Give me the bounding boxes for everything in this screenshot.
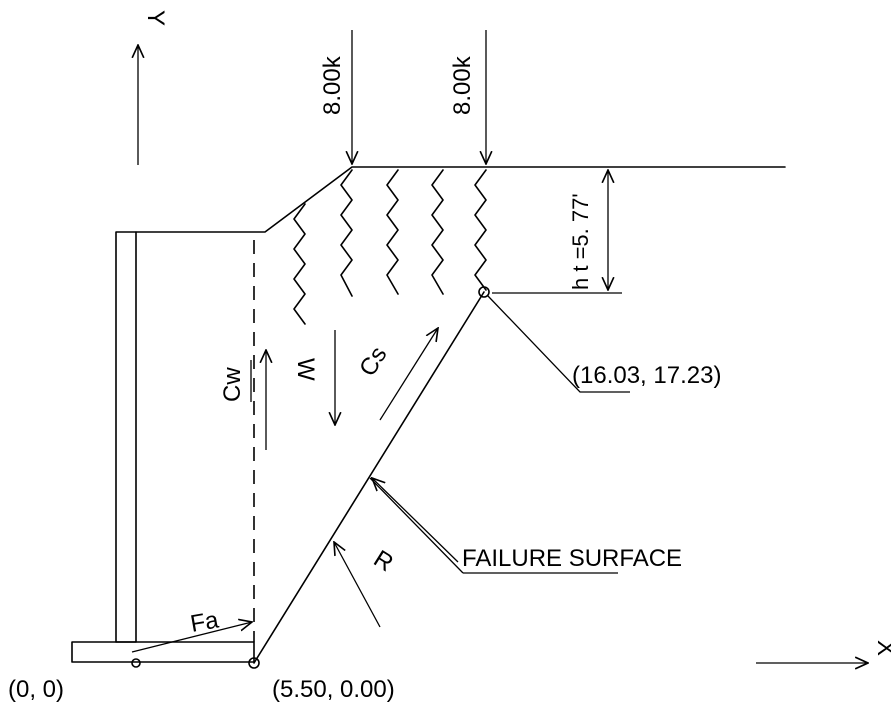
crest-point-label: (16.03, 17.23) <box>572 362 721 389</box>
active-force-arrow <box>131 622 252 653</box>
height-dimension-label: h t =5. 77' <box>568 193 593 290</box>
toe-node <box>248 657 260 669</box>
weight-force-label: W <box>292 358 319 381</box>
failure-surface-label: FAILURE SURFACE <box>462 545 682 572</box>
toe-point-label: (5.50, 0.00) <box>272 676 395 703</box>
tension-crack <box>474 169 487 291</box>
load-label-right: 8.00k <box>449 55 476 115</box>
x-axis-label: X <box>872 640 891 656</box>
backfill-surface <box>135 166 786 233</box>
wall-footing <box>71 641 255 663</box>
origin-point-label: (0, 0) <box>8 676 64 703</box>
tension-crack <box>293 203 306 325</box>
cs-force-arrow <box>379 328 438 421</box>
resultant-force-arrow-lower <box>334 542 381 628</box>
origin-node <box>131 658 141 668</box>
crest-point-leader <box>487 295 630 393</box>
cs-force-label: Cs <box>354 342 392 381</box>
failure-plane <box>253 291 485 664</box>
tension-crack <box>386 169 399 295</box>
y-axis-label: Y <box>142 10 169 26</box>
tension-crack <box>431 169 444 295</box>
resultant-force-label: R <box>369 545 398 577</box>
cw-force-label: Cw <box>219 367 246 402</box>
tension-crack <box>340 169 353 297</box>
load-label-left: 8.00k <box>319 55 346 115</box>
wall-stem <box>115 231 137 643</box>
resultant-force-arrow-upper <box>372 478 459 563</box>
active-force-label: Fa <box>188 606 221 638</box>
failure-surface-leader <box>369 477 464 574</box>
